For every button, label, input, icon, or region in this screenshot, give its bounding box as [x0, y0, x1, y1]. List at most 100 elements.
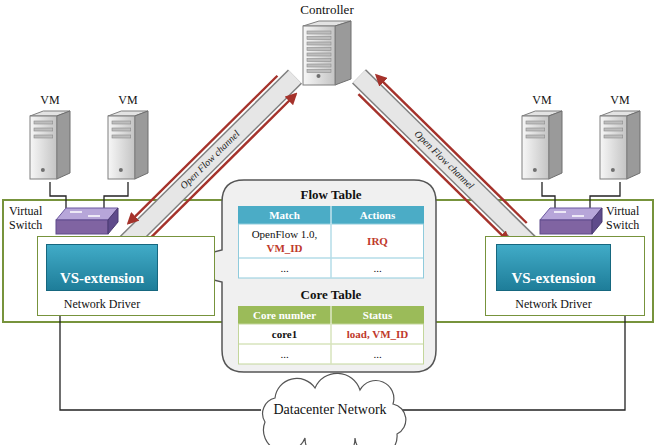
server-side — [135, 111, 148, 179]
table-cell: OpenFlow 1.0, — [238, 227, 331, 241]
network-link — [399, 316, 625, 410]
server-node: VM — [105, 92, 151, 182]
table-body — [239, 224, 424, 278]
switch-icon — [540, 208, 602, 234]
server-slot — [307, 42, 331, 45]
channel-label: Open Flow channel — [177, 127, 244, 194]
network-driver-box: Network DriverVS-extension — [485, 236, 645, 316]
table-cell: IRQ — [331, 234, 424, 248]
server-slot — [526, 121, 545, 124]
virtual-switch: Virtual Switch — [540, 208, 602, 234]
network-link — [60, 316, 261, 410]
switch-top — [540, 208, 602, 220]
server-side — [57, 111, 70, 179]
table-rule — [331, 224, 332, 278]
node-label: Network Driver — [46, 297, 158, 312]
switch-top — [56, 208, 118, 220]
server-slot — [307, 48, 331, 51]
server-slot — [307, 37, 331, 40]
server-side — [627, 111, 640, 179]
server-front — [600, 116, 627, 179]
network-cloud-node: Datacenter Network — [245, 378, 415, 442]
switch-arrow — [572, 215, 584, 217]
table-rule — [331, 306, 332, 364]
server-slot — [307, 70, 331, 73]
node-label: VM — [507, 92, 577, 108]
network-driver-box: Network Driver VS-extension — [37, 236, 215, 316]
switch-front — [540, 220, 592, 234]
network-link — [50, 182, 66, 208]
server-slot — [526, 135, 545, 138]
server-front — [303, 26, 335, 85]
node-label: VM — [93, 92, 163, 108]
server-slot — [34, 121, 53, 124]
server-node: VM — [597, 92, 643, 182]
table-cell: Match — [238, 208, 331, 222]
switch-front — [56, 220, 108, 234]
server-slot — [604, 128, 623, 131]
server-slot — [307, 31, 331, 34]
link-line — [542, 182, 555, 208]
table-cell: core1 — [238, 327, 331, 341]
table-cell: VM_ID — [238, 241, 331, 255]
table-cell: ... — [238, 347, 331, 361]
server-slot — [307, 64, 331, 67]
vs-extension-box: VS-extension — [496, 244, 611, 291]
server-front — [108, 116, 135, 179]
server-slot — [112, 135, 131, 138]
table-rule — [331, 206, 332, 278]
server-icon — [29, 110, 71, 180]
server-icon — [302, 20, 352, 86]
table-box: Core TableCore numberStatuscore1load, VM… — [238, 286, 424, 366]
server-icon — [107, 110, 149, 180]
channel-label: Open Flow channel — [411, 127, 479, 194]
network-cloud — [263, 373, 406, 445]
node-label: Virtual Switch — [606, 205, 650, 233]
switch-side — [592, 208, 602, 234]
table-body — [239, 324, 424, 364]
server-slot — [526, 128, 545, 131]
table-cell: load, VM_ID — [331, 327, 424, 341]
server-node: VM — [27, 92, 73, 182]
channel-arrow — [128, 76, 277, 223]
server-front — [522, 116, 549, 179]
vs-extension-box: VS-extension — [46, 244, 158, 291]
server-slot — [34, 128, 53, 131]
table-cell: Core number — [238, 308, 331, 322]
node-label: VS-extension — [511, 270, 595, 287]
network-link — [542, 182, 555, 208]
table-cell: ... — [331, 347, 424, 361]
table-cell: ... — [238, 261, 331, 275]
server-led — [41, 168, 45, 172]
server-slot — [307, 53, 331, 56]
network-link — [104, 182, 128, 208]
server-led — [317, 74, 321, 78]
switch-side — [108, 208, 118, 234]
link-line — [399, 316, 625, 410]
server-icon — [521, 110, 563, 180]
table-cell: Status — [331, 308, 424, 322]
server-side — [549, 111, 562, 179]
server-slot — [112, 128, 131, 131]
switch-arrow — [554, 211, 566, 213]
server-front — [30, 116, 57, 179]
node-label: Virtual Switch — [9, 205, 53, 233]
server-led — [119, 168, 123, 172]
link-line — [50, 182, 66, 208]
server-slot — [34, 135, 53, 138]
server-slot — [604, 135, 623, 138]
switch-icon — [56, 208, 118, 234]
virtual-switch: Virtual Switch — [56, 208, 118, 234]
table-cell: Actions — [331, 208, 424, 222]
node-label: VM — [585, 92, 655, 108]
table-box: Flow TableMatchActionsOpenFlow 1.0,VM_ID… — [238, 186, 424, 280]
server-node: VM — [519, 92, 565, 182]
node-label: VM — [15, 92, 85, 108]
server-led — [533, 168, 537, 172]
server-node: Controller — [295, 2, 359, 88]
switch-arrow — [88, 215, 100, 217]
table-rule — [331, 324, 332, 364]
switch-arrow — [70, 211, 82, 213]
server-side — [335, 21, 351, 85]
